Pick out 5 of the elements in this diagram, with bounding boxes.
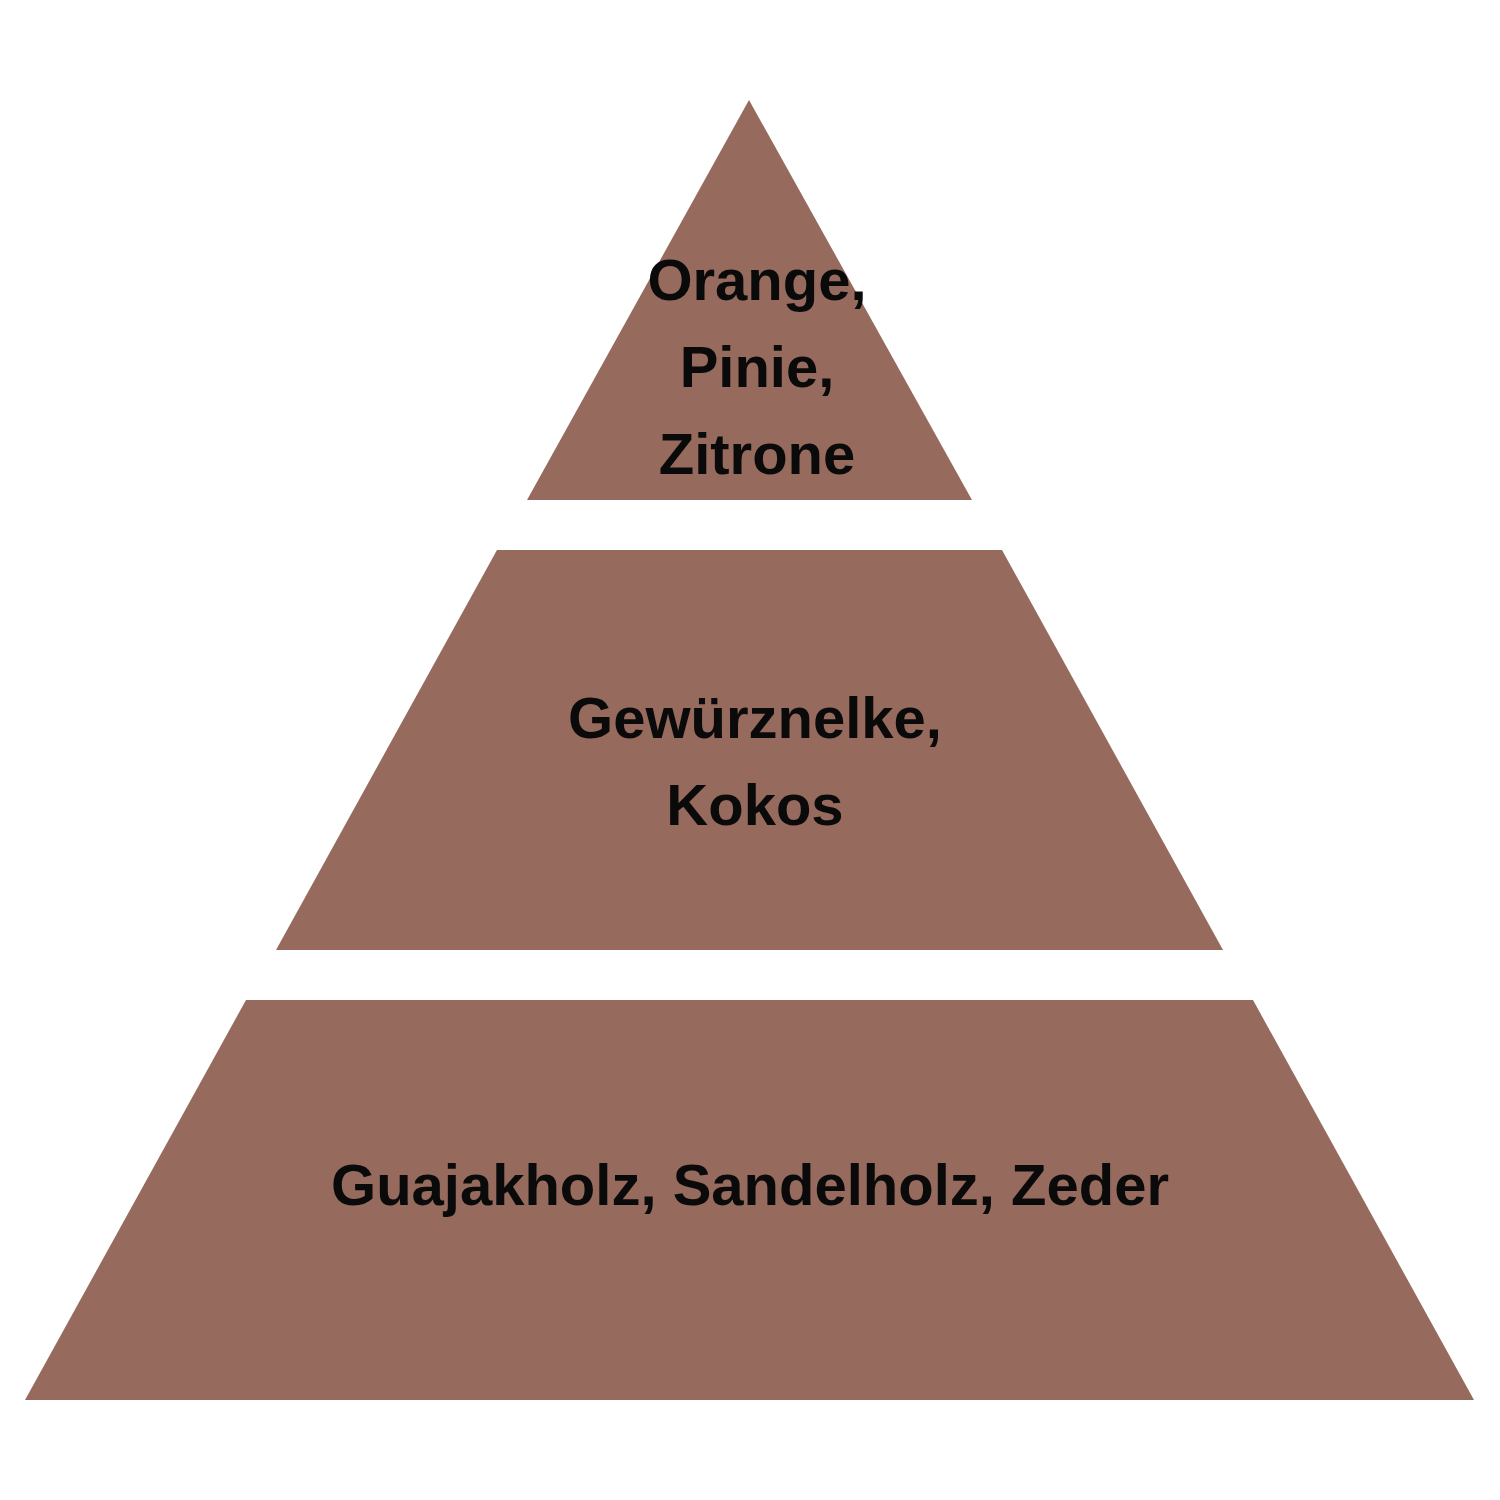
pyramid-tier xyxy=(527,100,972,500)
tier-label: Gewürznelke, Kokos xyxy=(567,684,943,839)
pyramid-tier xyxy=(276,550,1223,950)
pyramid-tier xyxy=(25,1000,1474,1400)
tier-label: Guajakholz, Sandelholz, Zeder xyxy=(331,1151,1169,1219)
